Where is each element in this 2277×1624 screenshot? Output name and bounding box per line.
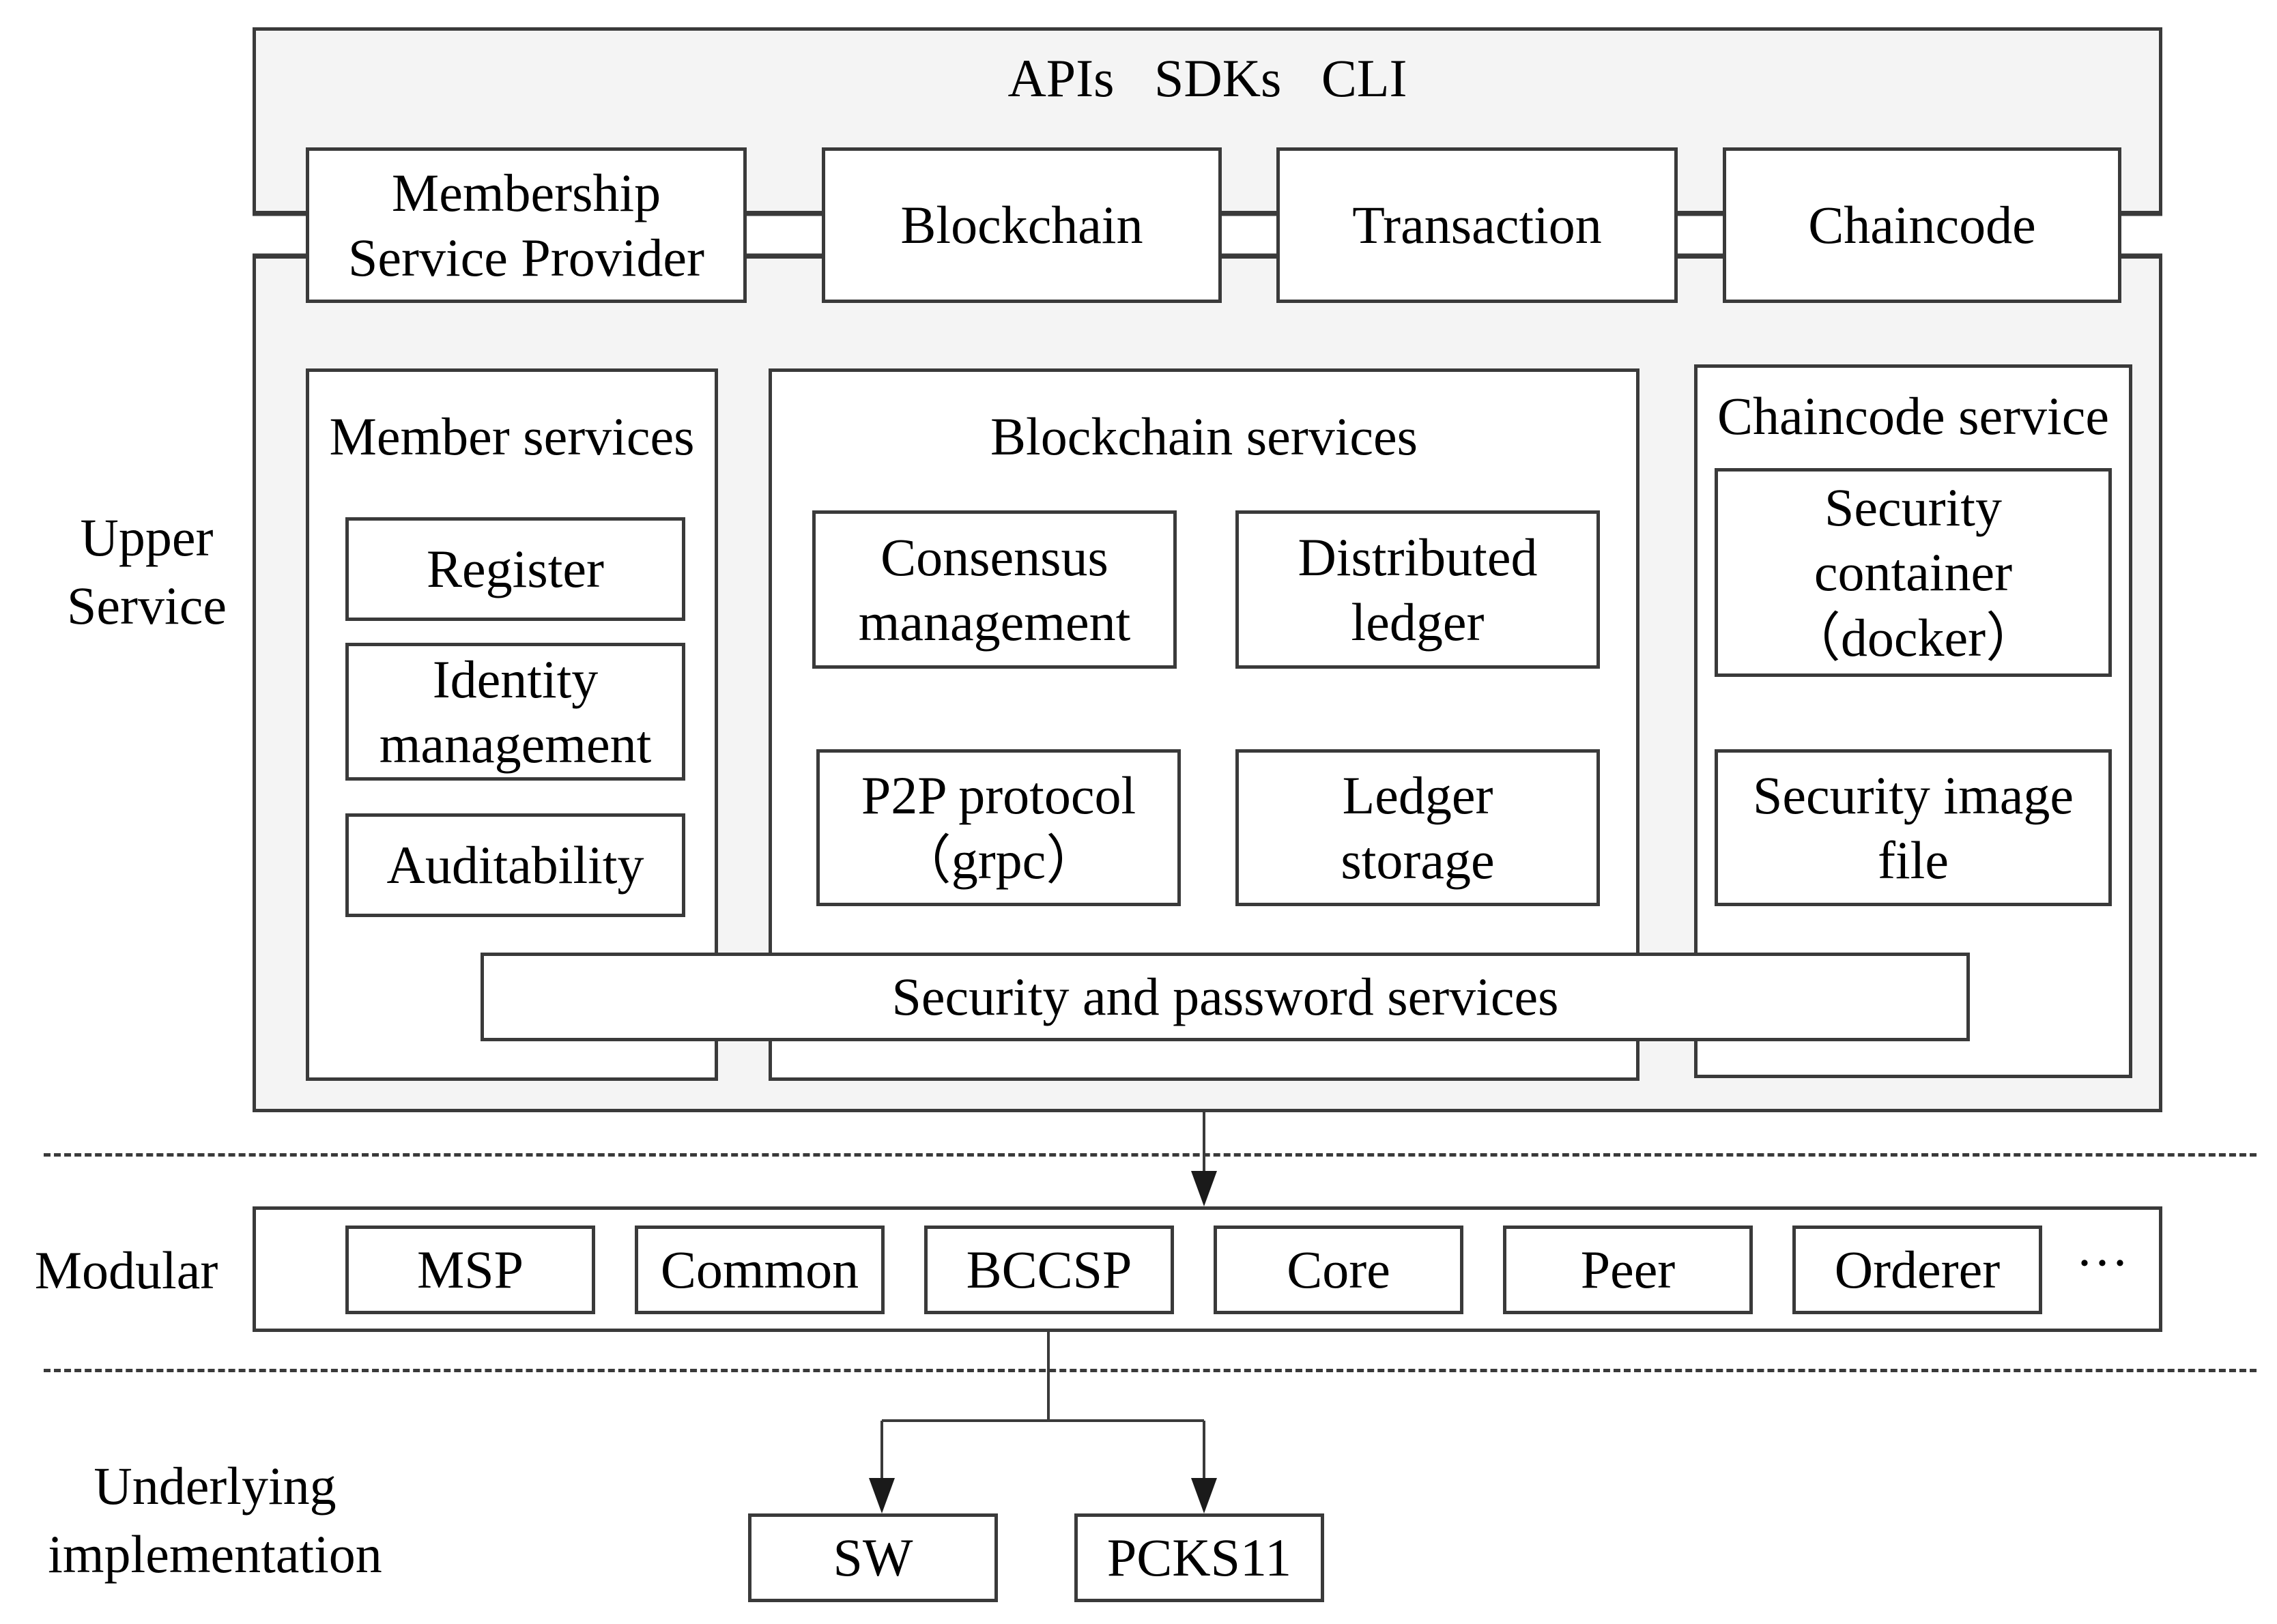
layer-label-upper-service: Upper Service (67, 508, 227, 635)
chaincode-item-security-container (1715, 468, 2112, 677)
security-password-services-label: Security and password services (891, 967, 1559, 1027)
arrowheads (869, 1171, 1217, 1513)
tab-chaincode-label: Chaincode (1808, 195, 2036, 255)
chaincode-item-security-container-label: Security container （docker） (1787, 478, 2039, 667)
impl-sw (748, 1513, 998, 1602)
module-orderer-label: Orderer (1834, 1240, 2001, 1300)
layer-label-modular: Modular (34, 1241, 218, 1300)
impl-pcks11 (1074, 1513, 1324, 1602)
module-common-label: Common (660, 1240, 859, 1300)
tab-transaction-label: Transaction (1352, 195, 1602, 255)
layer-separator-upper (44, 1153, 2257, 1157)
member-services-title: Member services (329, 407, 695, 467)
tab-transaction (1276, 147, 1678, 303)
impl-sw-label: SW (833, 1528, 913, 1588)
module-core-label: Core (1287, 1240, 1390, 1300)
impl-pcks11-label: PCKS11 (1106, 1528, 1292, 1588)
arrowhead-pcks11 (1191, 1478, 1217, 1513)
module-peer-label: Peer (1580, 1240, 1676, 1300)
blockchain-item-p2p-protocol-label: P2P protocol （grpc） (861, 765, 1136, 890)
tab-chaincode (1723, 147, 2121, 303)
member-item-register (345, 517, 685, 621)
member-item-register-label: Register (427, 539, 604, 599)
modules-more-ellipsis: ··· (2076, 1233, 2129, 1293)
member-item-auditability (345, 813, 685, 917)
member-item-identity-management-label: Identity management (379, 649, 652, 774)
arrowhead-modular (1191, 1171, 1217, 1206)
tab-membership-service-provider (306, 147, 747, 303)
security-password-services-bar (481, 953, 1970, 1041)
member-item-auditability-label: Auditability (386, 835, 644, 895)
module-core (1214, 1226, 1463, 1314)
blockchain-services-title: Blockchain services (990, 407, 1418, 467)
blockchain-item-consensus-management-label: Consensus management (858, 527, 1131, 652)
chaincode-item-security-image-file (1715, 749, 2112, 906)
blockchain-item-ledger-storage-label: Ledger storage (1341, 765, 1495, 890)
module-msp (345, 1226, 595, 1314)
blockchain-item-distributed-ledger-label: Distributed ledger (1298, 527, 1538, 652)
blockchain-item-p2p-protocol (816, 749, 1181, 906)
module-bccsp-label: BCCSP (966, 1240, 1132, 1300)
layer-label-underlying-implementation: Underlying implementation (48, 1456, 382, 1584)
tab-membership-service-provider-label: Membership Service Provider (347, 162, 704, 287)
blockchain-item-ledger-storage (1235, 749, 1600, 906)
module-msp-label: MSP (416, 1240, 524, 1300)
blockchain-item-consensus-management (812, 510, 1177, 669)
module-common (635, 1226, 885, 1314)
layer-separator-lower (44, 1369, 2257, 1372)
blockchain-item-distributed-ledger (1235, 510, 1600, 669)
tab-blockchain-label: Blockchain (900, 195, 1143, 255)
tab-blockchain (822, 147, 1222, 303)
chaincode-item-security-image-file-label: Security image file (1752, 765, 2074, 890)
module-bccsp (924, 1226, 1174, 1314)
module-orderer (1792, 1226, 2042, 1314)
api-band-label: APIs SDKs CLI (1007, 48, 1407, 108)
chaincode-service-title: Chaincode service (1717, 386, 2109, 446)
arrowhead-sw (869, 1478, 895, 1513)
module-peer (1503, 1226, 1753, 1314)
member-item-identity-management (345, 643, 685, 781)
